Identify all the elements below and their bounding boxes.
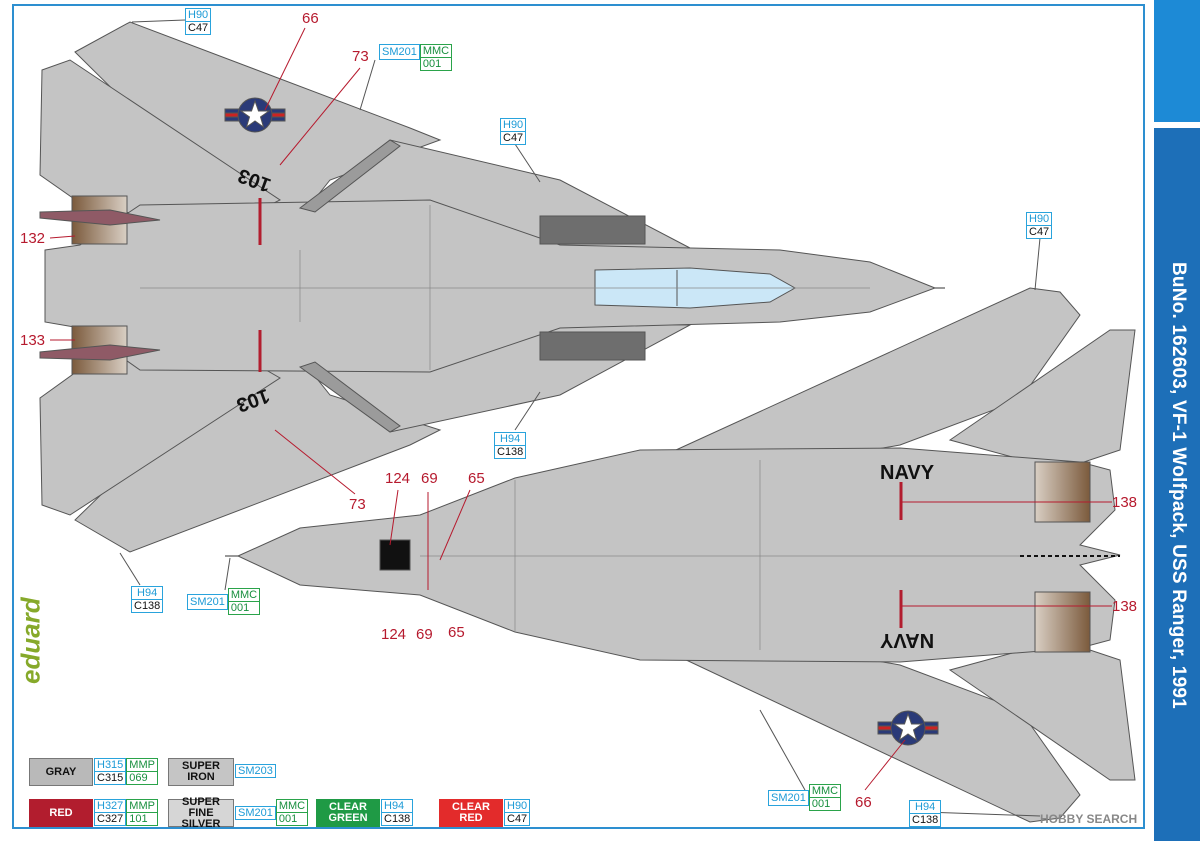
number-73-top: 73	[352, 48, 369, 65]
eduard-logo: eduard	[15, 597, 46, 685]
legend-super-iron-swatch: SUPER IRON	[168, 758, 234, 786]
number-73-bottom: 73	[349, 496, 366, 513]
navy-bottom: NAVY	[880, 629, 935, 651]
top-fuselage	[44, 199, 937, 373]
top-star-insignia	[224, 97, 286, 133]
leader-lines	[49, 27, 1112, 791]
number-66-top: 66	[302, 10, 319, 27]
bottom-nozzle-upper	[1034, 461, 1091, 523]
legend-clear-red-swatch: CLEAR RED	[439, 799, 503, 827]
number-133: 133	[20, 332, 46, 349]
drawing-frame	[12, 4, 1145, 829]
number-66-bottom: 66	[855, 794, 872, 811]
number-124-bottom: 124	[381, 626, 407, 643]
number-65-bottom: 65	[448, 624, 465, 641]
number-69-top: 69	[421, 470, 438, 487]
number-65-top: 65	[468, 470, 485, 487]
bottom-view	[225, 287, 1136, 823]
watermark: HOBBY SEARCH	[1040, 812, 1138, 826]
legend-gray-swatch: GRAY	[29, 758, 93, 786]
number-138-bottom: 138	[1112, 598, 1138, 615]
legend-super-fine-silver-swatch: SUPER FINE SILVER	[168, 796, 234, 829]
number-132: 132	[20, 230, 46, 247]
sidebar-top-block	[1154, 0, 1200, 122]
callout-leaders	[119, 19, 1041, 817]
bottom-fuselage	[236, 447, 1121, 663]
number-124-top: 124	[385, 470, 411, 487]
navy-top: NAVY	[880, 462, 935, 484]
legend-super-iron-codes: SM203	[235, 764, 276, 778]
bottom-nozzle-lower	[1034, 591, 1091, 653]
legend-clear-green-swatch: CLEAR GREEN	[316, 799, 380, 827]
bottom-star-insignia	[877, 710, 939, 746]
legend-red-swatch: RED	[29, 799, 93, 827]
number-69-bottom: 69	[416, 626, 433, 643]
sidebar-title-block	[1154, 128, 1200, 841]
top-view	[39, 21, 945, 553]
number-138-top: 138	[1112, 494, 1138, 511]
sidebar-title: BuNo. 162603, VF-1 Wolfpack, USS Ranger,…	[1168, 261, 1189, 709]
